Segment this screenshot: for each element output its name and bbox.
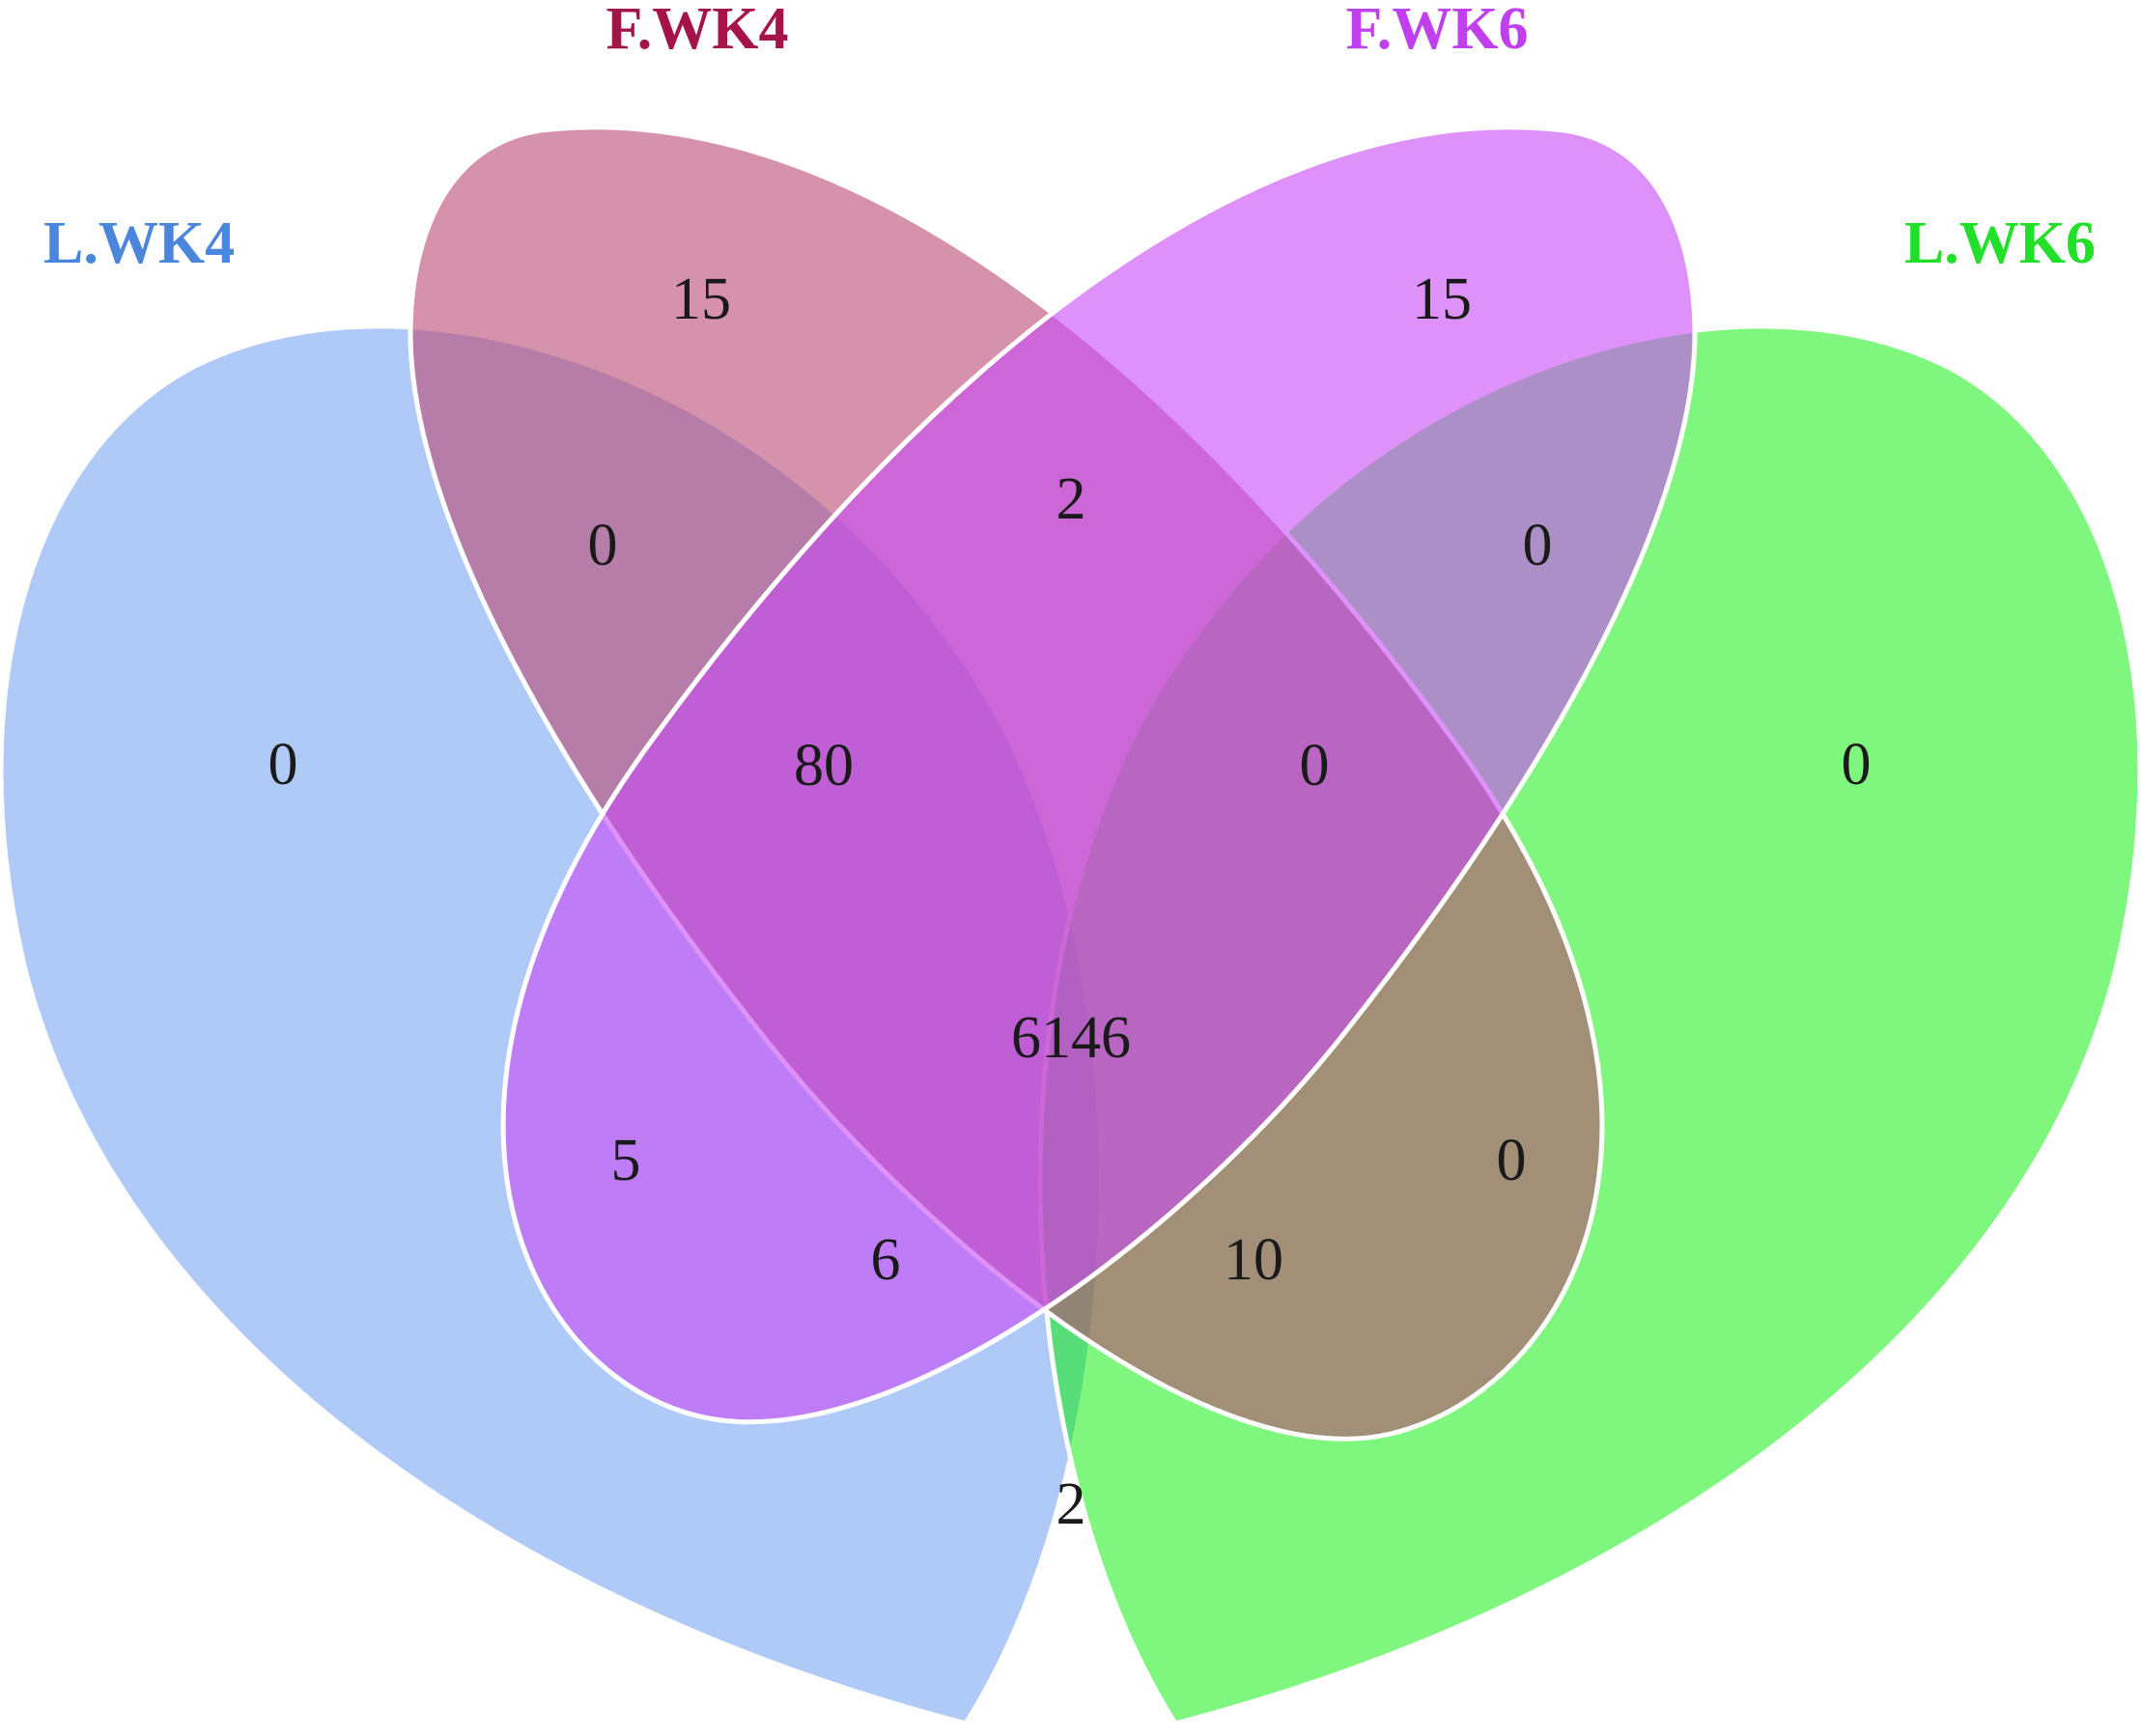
region-count-fwk6-only: 15 — [1412, 266, 1472, 332]
region-count-lwk4-only: 0 — [268, 732, 298, 798]
region-count-lwk4-fwk6: 5 — [611, 1128, 641, 1193]
region-count-lwk4-fwk4-lwk6: 10 — [1224, 1227, 1283, 1293]
region-count-fwk4-only: 15 — [671, 266, 731, 332]
region-count-fwk4-fwk6: 2 — [1056, 466, 1086, 532]
region-count-lwk4-fwk6-lwk6: 6 — [871, 1227, 901, 1293]
region-count-lwk4-fwk4-fwk6: 80 — [794, 733, 854, 798]
set-label-lwk6: L.WK6 — [1904, 210, 2096, 276]
set-fwk6-shape — [500, 125, 1698, 1425]
region-count-lwk6-only: 0 — [1842, 732, 1872, 798]
set-label-fwk4: F.WK4 — [606, 0, 789, 62]
region-count-fwk4-fwk6-lwk6: 0 — [1300, 733, 1330, 798]
region-count-lwk4-lwk6: 2 — [1056, 1471, 1086, 1537]
region-count-fwk4-lwk6: 0 — [1497, 1128, 1527, 1193]
set-label-lwk4: L.WK4 — [43, 210, 235, 276]
set-label-fwk6: F.WK6 — [1346, 0, 1529, 62]
region-count-all-four: 6146 — [1011, 1005, 1131, 1071]
region-count-lwk4-fwk4: 0 — [588, 513, 618, 578]
region-count-fwk6-lwk6: 0 — [1523, 513, 1553, 578]
